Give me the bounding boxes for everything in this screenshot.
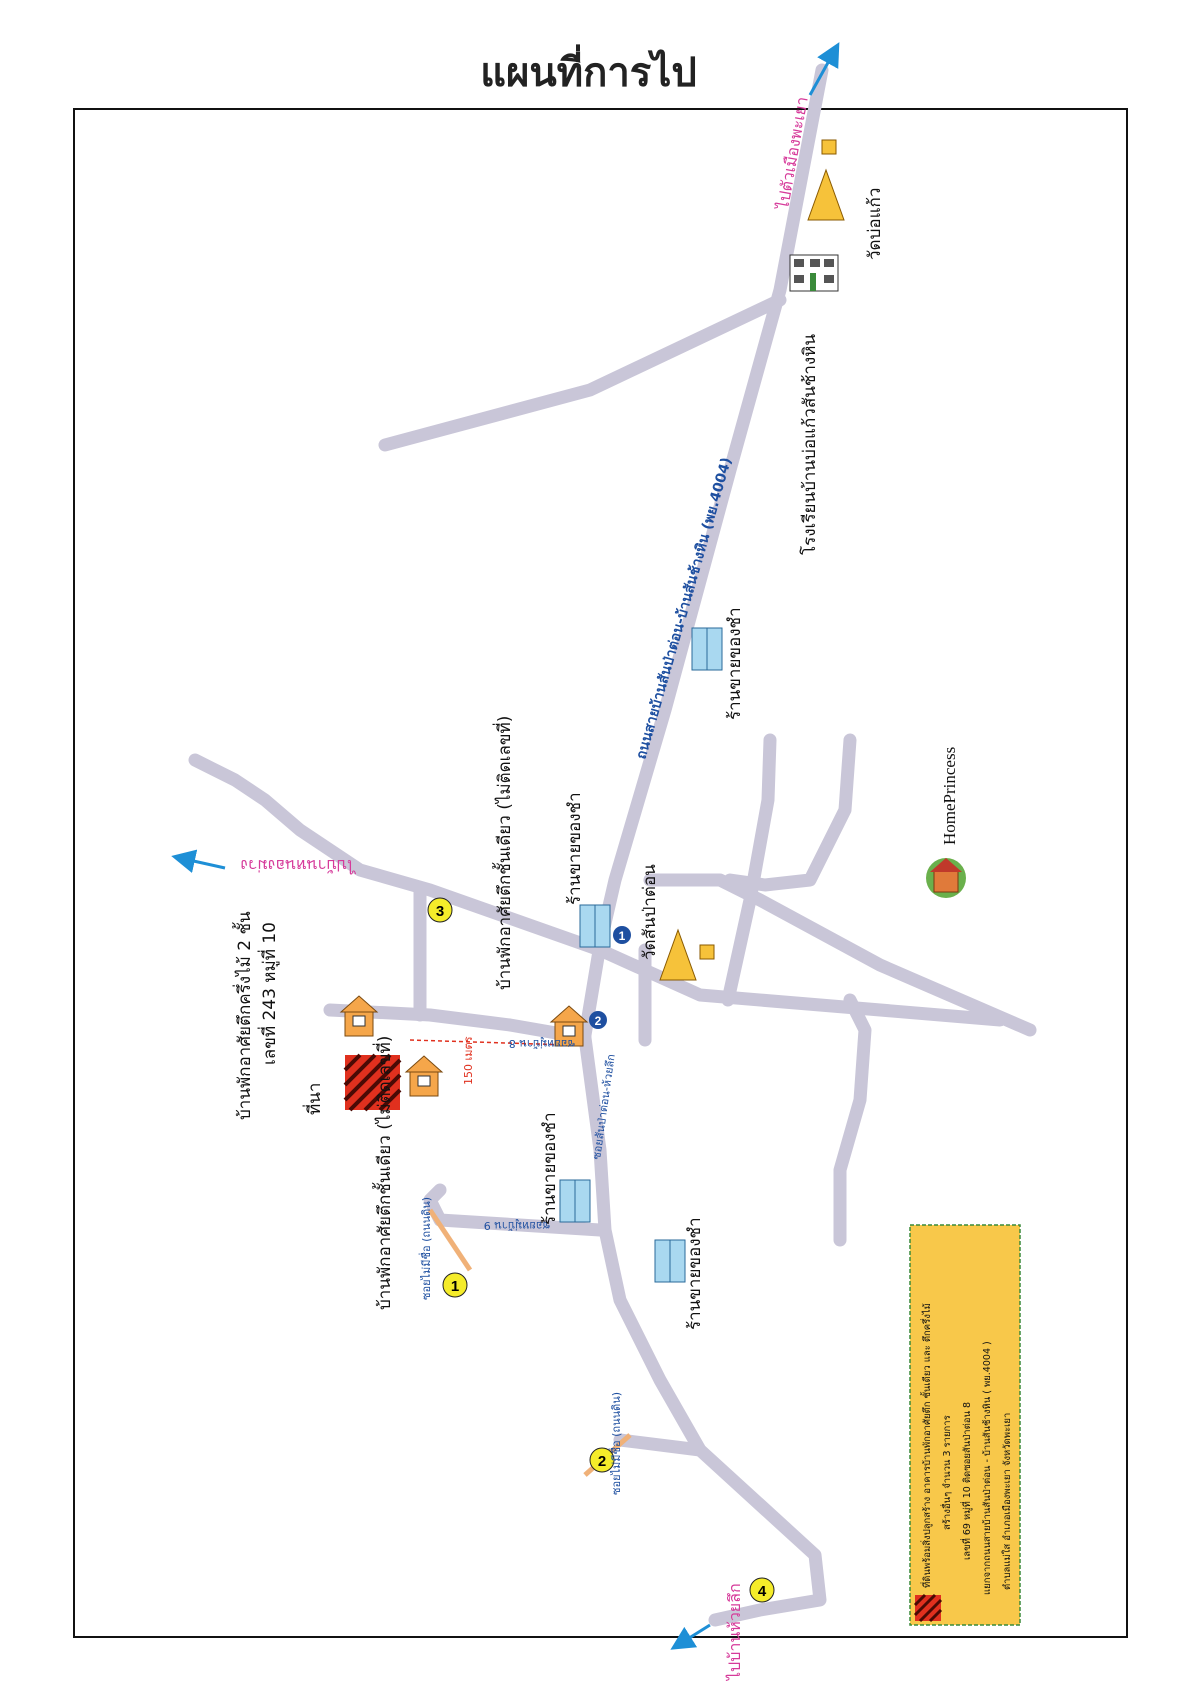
distance-line	[409, 1039, 571, 1046]
arrow-north-icon	[808, 42, 840, 96]
svg-text:1: 1	[451, 1278, 459, 1295]
house-single-1-label: บ้านพักอาศัยตึกชั้นเดียว (ไม่ติดเลขที่)	[372, 1036, 395, 1310]
house-icon	[404, 1055, 444, 1097]
lane-8	[323, 1003, 592, 1045]
school-label: โรงเรียนบ้านบ่อแก้วสันช้างหิน	[799, 334, 820, 555]
rice-field-label: ที่นา	[302, 1083, 325, 1115]
road-south	[578, 1031, 827, 1627]
temple-icon	[659, 928, 715, 981]
legend-line-4: แยกจากถนนสายบ้านสันป่าต่อน - บ้านสันช้าง…	[982, 1341, 993, 1595]
road-left-home	[721, 733, 777, 1007]
map-frame	[73, 108, 1128, 1638]
road-network	[188, 63, 1037, 1627]
road-northwest	[188, 753, 607, 957]
road-v2	[833, 993, 872, 1247]
circle-marker-2: 2	[589, 1447, 615, 1473]
road-sw	[613, 1433, 707, 1457]
home-princess-icon	[926, 858, 966, 898]
shop-label-1: ร้านขายของชำ	[565, 792, 585, 905]
lane-9	[423, 1183, 607, 1237]
pin-marker-1: 1	[613, 926, 631, 944]
road-ne	[378, 293, 787, 452]
legend-line-3: เลขที่ 69 หมู่ที่ 10 ติดซอยสันป่าต่อน 8	[960, 1402, 973, 1560]
circle-marker-4: 4	[749, 1577, 775, 1603]
svg-text:2: 2	[595, 1014, 602, 1028]
direction-arrows	[171, 42, 840, 1650]
shop-icon	[579, 904, 611, 948]
shop-label-2: ร้านขายของชำ	[540, 1112, 560, 1225]
arrow-southwest-icon	[670, 1623, 711, 1650]
to-huai-luek-label: ไปบ้านห้วยลึก	[725, 1583, 744, 1682]
svg-text:2: 2	[598, 1453, 606, 1470]
house-2-storey-label: บ้านพักอาศัยตึกครึ่งไม้ 2 ชั้น	[232, 911, 255, 1120]
road-east	[593, 943, 1007, 1027]
svg-text:1: 1	[619, 929, 626, 943]
wat-bo-kaew-label: วัดบ่อแก้ว	[865, 188, 885, 260]
lane-9-label: ซอยหมู่บ้าน 9	[484, 1219, 550, 1232]
home-princess-label: HomePrincess	[940, 747, 959, 845]
svg-text:4: 4	[758, 1583, 767, 1600]
circle-marker-3: 3	[427, 897, 453, 923]
svg-text:3: 3	[436, 903, 444, 920]
no-name-lane-2-label: ซอยไม่มีชื่อ (ถนนดิน)	[608, 1392, 623, 1495]
shop-label-3: ร้านขายของชำ	[685, 1217, 705, 1330]
lane-8-label: ซอยหมู่บ้าน 8	[509, 1037, 575, 1050]
legend-plot-swatch	[913, 1593, 943, 1623]
shop-icon	[691, 627, 723, 671]
legend-line-1: ที่ดินพร้อมสิ่งปลูกสร้าง อาคารบ้านพักอาศ…	[920, 1303, 933, 1588]
temple-icon	[807, 139, 845, 221]
main-road-label: ถนนสายบ้านสันป่าต่อน-บ้านสันช้างหิน (พย.…	[633, 456, 735, 761]
distance-label: 150 เมตร	[462, 1036, 475, 1085]
shop-icon	[654, 1239, 686, 1283]
legend-line-2: สร้างอื่นๆ จำนวน 3 รายการ	[940, 1415, 953, 1530]
page-title: แผนที่การไป	[480, 50, 697, 96]
house-2-storey-number: เลขที่ 243 หมู่ที่ 10	[257, 922, 280, 1065]
arrow-west-icon	[171, 849, 226, 873]
wat-san-pa-ton-label: วัดสันป่าต่อน	[640, 864, 660, 960]
to-nongmuang-label: ไปบ้านหนองม่วง	[240, 856, 357, 875]
house-single-2-label: บ้านพักอาศัยตึกชั้นเดียว (ไม่ติดเลขที่)	[492, 716, 515, 990]
house-icon	[339, 995, 379, 1037]
legend-line-5: ตำบลแม่ใส อำเภอเมืองพะเยา จังหวัดพะเยา	[1001, 1413, 1013, 1590]
no-name-lane-1-label: ซอยไม่มีชื่อ (ถนนดิน)	[418, 1197, 433, 1300]
rice-field-plot	[343, 1053, 402, 1112]
dirt-lane-1	[427, 1208, 473, 1272]
legend: ที่ดินพร้อมสิ่งปลูกสร้าง อาคารบ้านพักอาศ…	[909, 1224, 1021, 1626]
dirt-lanes	[427, 1208, 632, 1477]
pin-marker-2: 2	[589, 1011, 607, 1029]
school-icon	[789, 254, 839, 292]
road-v1	[723, 733, 857, 892]
circle-marker-1: 1	[442, 1272, 468, 1298]
shop-label-4: ร้านขายของชำ	[725, 607, 745, 720]
road-curve	[643, 873, 1037, 1037]
house-icon	[549, 1005, 589, 1047]
shop-icon	[559, 1179, 591, 1223]
